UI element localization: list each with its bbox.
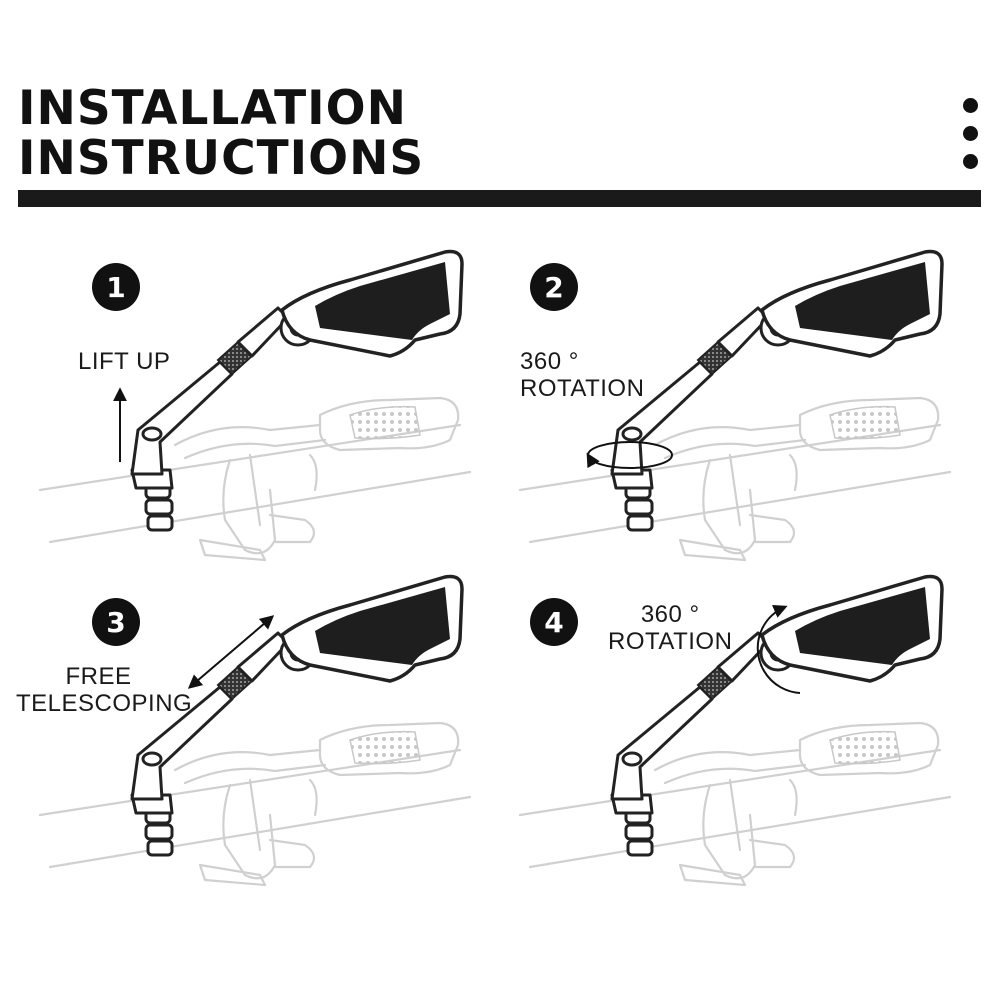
step-number-badge: 1 — [92, 263, 140, 311]
title-line-1: INSTALLATION — [18, 81, 407, 136]
rotation-arrow-icon — [756, 604, 801, 694]
title-line-2: INSTRUCTIONS — [18, 131, 425, 186]
rear-view-mirror-illustration — [130, 249, 464, 532]
bike-handlebar-illustration — [38, 721, 472, 887]
bike-handlebar-illustration — [518, 396, 952, 562]
page-title: INSTALLATION INSTRUCTIONS — [18, 84, 424, 184]
dot — [963, 154, 978, 169]
step-2-illustration — [518, 249, 952, 562]
step-label-line: TELESCOPING — [16, 690, 193, 717]
step-4: 4 360 ° ROTATION — [500, 574, 980, 895]
step-label-line: 360 ° — [640, 601, 700, 628]
step-2: 2 360 ° ROTATION — [500, 249, 980, 570]
more-vertical-icon[interactable] — [963, 98, 979, 182]
step-label-line: FREE — [65, 663, 132, 690]
step-1-illustration — [38, 249, 472, 562]
bike-handlebar-illustration — [518, 721, 952, 887]
bike-handlebar-illustration — [38, 396, 472, 562]
step-label-line: 360 ° — [520, 348, 579, 375]
step-number-badge: 3 — [92, 598, 140, 646]
step-label: FREE TELESCOPING — [16, 663, 193, 717]
step-label: 360 ° ROTATION — [608, 601, 732, 655]
step-label: 360 ° ROTATION — [520, 348, 644, 402]
rotation-arrow-icon — [586, 441, 673, 469]
step-number-badge: 2 — [530, 263, 578, 311]
step-3: 3 FREE TELESCOPING — [16, 574, 500, 895]
telescoping-arrow-icon — [187, 615, 275, 689]
dot — [963, 98, 978, 113]
step-1: 1 LIFT UP — [20, 249, 500, 570]
step-4-illustration — [518, 574, 952, 887]
step-label-line: ROTATION — [608, 628, 733, 655]
dot — [963, 126, 978, 141]
rear-view-mirror-illustration — [610, 249, 944, 532]
step-label-line: LIFT UP — [78, 348, 171, 375]
step-label-line: ROTATION — [520, 375, 645, 402]
title-divider — [18, 190, 981, 207]
step-number-badge: 4 — [530, 598, 578, 646]
step-3-illustration — [38, 574, 472, 887]
step-label: LIFT UP — [78, 348, 170, 375]
